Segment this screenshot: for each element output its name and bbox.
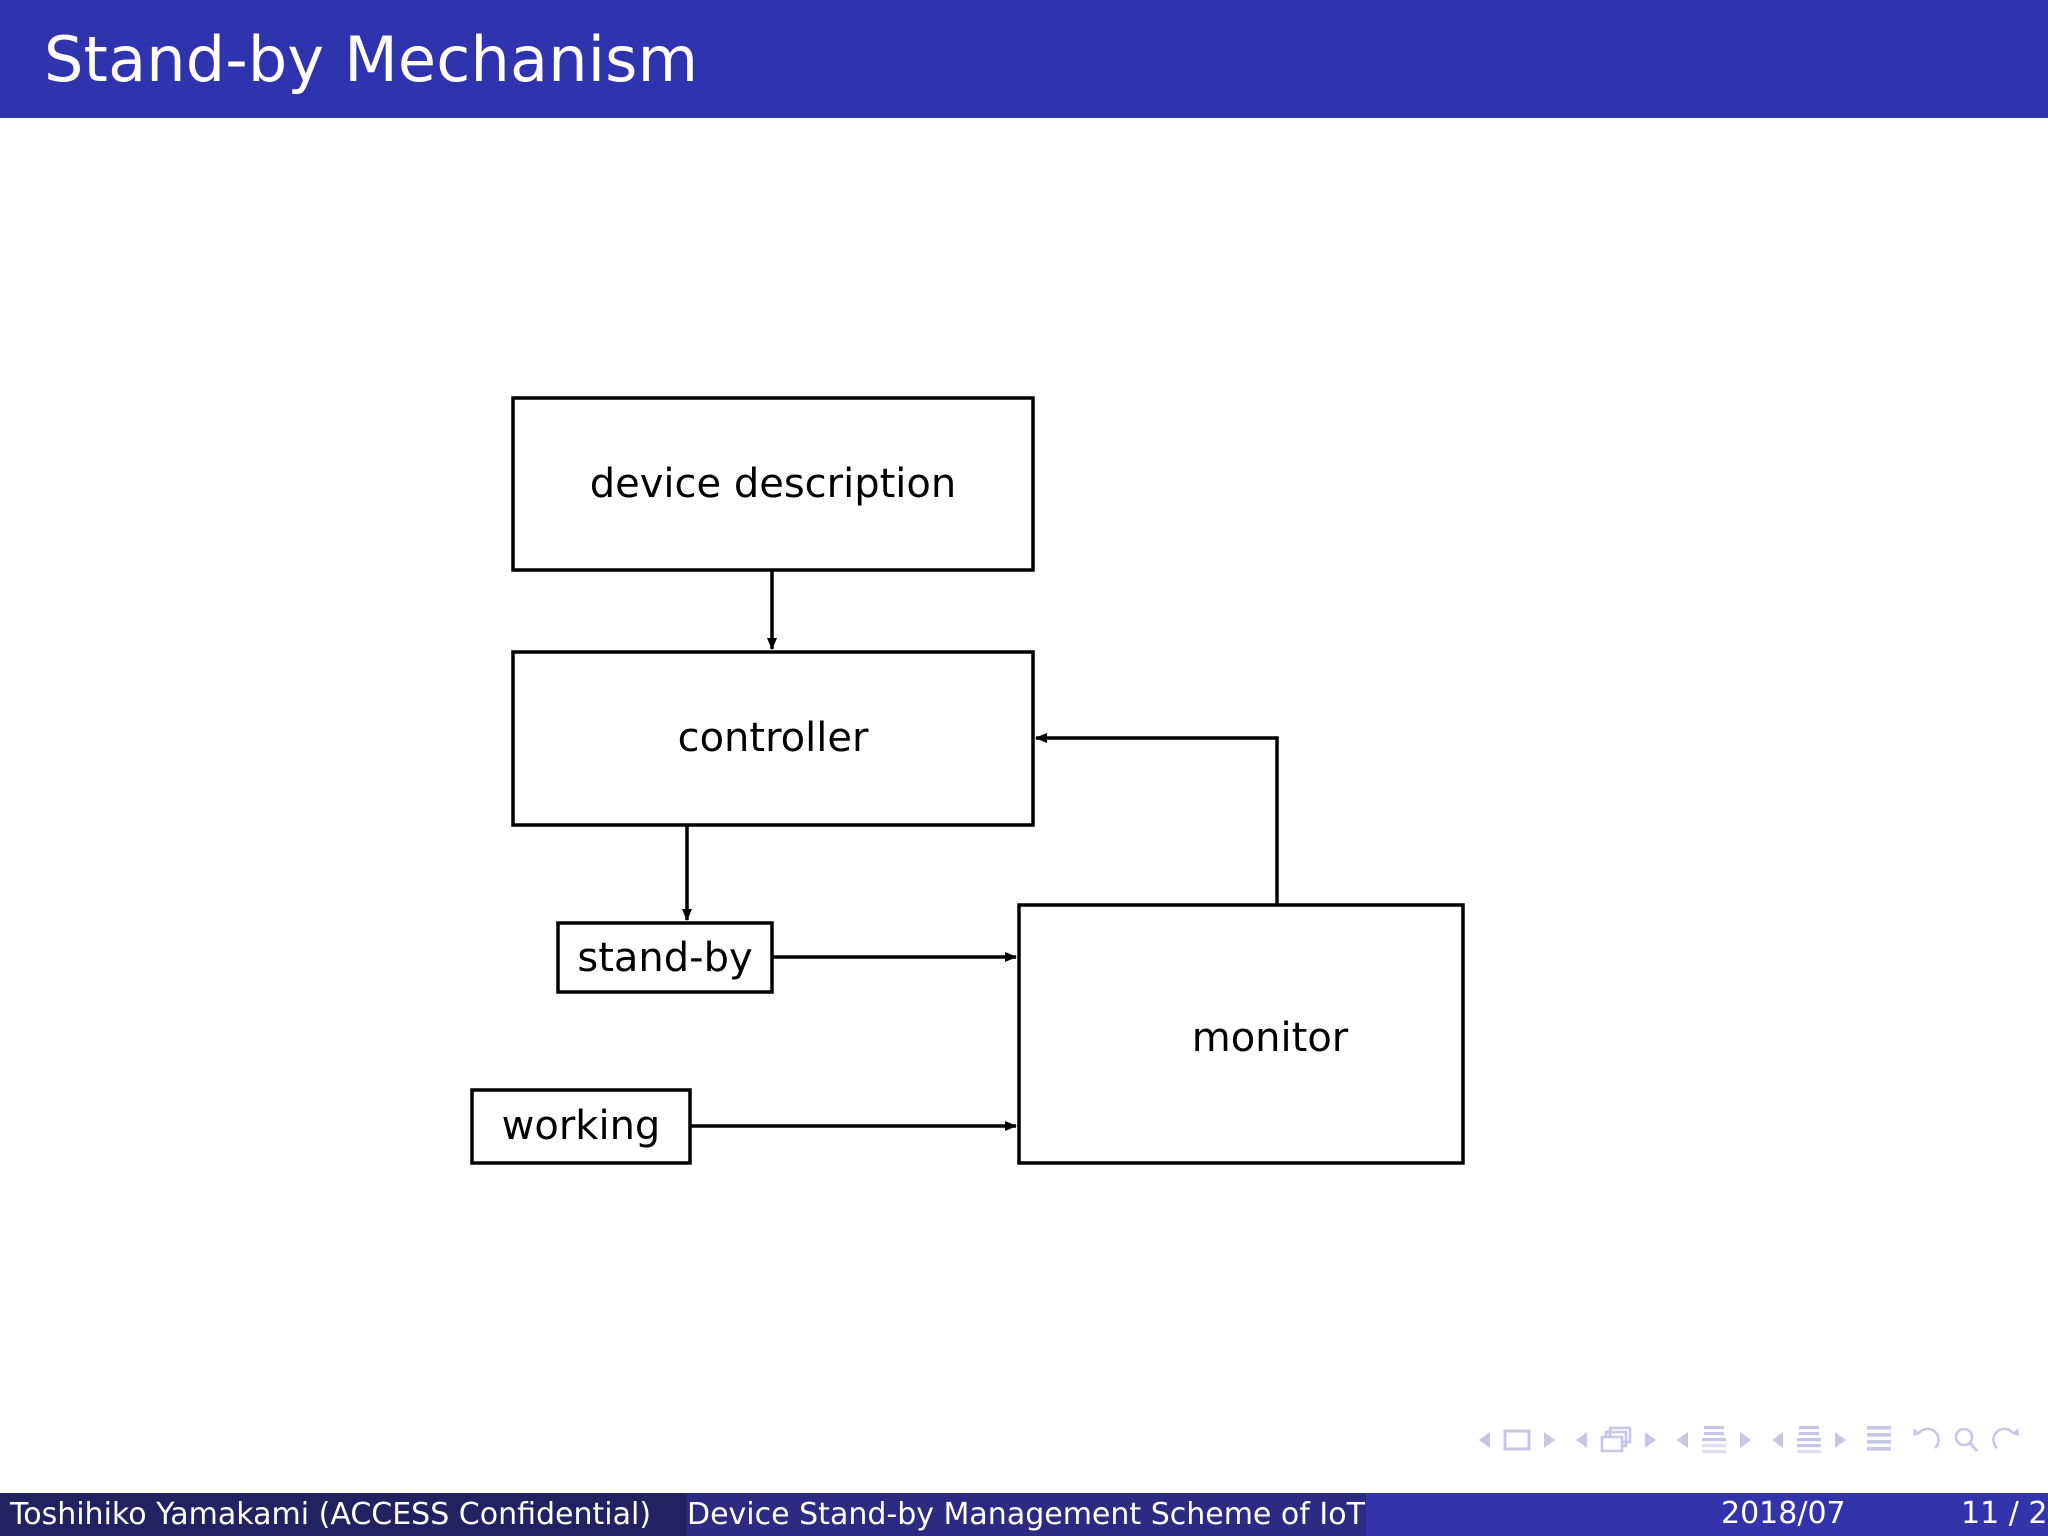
node-label-monitor: monitor (1191, 1015, 1349, 1061)
node-label-device-description: device description (589, 461, 957, 507)
slide-body: device description controller stand-by w… (0, 118, 2048, 1408)
nav-group-history[interactable] (1910, 1425, 2022, 1455)
back-arrow-icon[interactable] (1910, 1425, 1942, 1455)
nav-group-document[interactable] (1865, 1424, 1893, 1456)
slide-header-bar: Stand-by Mechanism (0, 0, 2048, 118)
search-icon[interactable] (1951, 1425, 1981, 1455)
triangle-left-icon[interactable] (1675, 1430, 1691, 1450)
edge-monitor-to-controller (1035, 733, 1279, 905)
node-label-controller: controller (677, 715, 869, 761)
node-monitor[interactable] (1017, 903, 1465, 1165)
page-title: Stand-by Mechanism (44, 23, 699, 96)
footer-author-segment: Toshihiko Yamakami (ACCESS Confidential) (0, 1493, 687, 1536)
slide-square-icon[interactable] (1502, 1428, 1532, 1452)
node-label-stand-by: stand-by (577, 935, 753, 981)
footer-date: 2018/07 (1721, 1496, 1846, 1531)
triangle-right-icon[interactable] (1832, 1430, 1848, 1450)
triangle-right-icon[interactable] (1737, 1430, 1753, 1450)
triangle-left-icon[interactable] (1574, 1430, 1590, 1450)
section-icon[interactable] (1795, 1424, 1823, 1456)
triangle-right-icon[interactable] (1642, 1430, 1658, 1450)
footer-author-text: Toshihiko Yamakami (ACCESS Confidential) (10, 1496, 652, 1532)
footer-subject-text: Device Stand-by Management Scheme of IoT (687, 1496, 1365, 1532)
triangle-left-icon[interactable] (1477, 1430, 1493, 1450)
triangle-right-icon[interactable] (1541, 1430, 1557, 1450)
subsection-icon[interactable] (1700, 1424, 1728, 1456)
node-controller[interactable] (511, 650, 1035, 827)
nav-group-section[interactable] (1770, 1424, 1848, 1456)
node-label-working: working (501, 1103, 661, 1149)
footer-page-number: 11 / 26 (1961, 1496, 2048, 1531)
nav-group-slide[interactable] (1477, 1428, 1557, 1452)
footer-subject-segment: Device Stand-by Management Scheme of IoT (687, 1493, 1366, 1536)
node-stand-by[interactable] (556, 921, 774, 994)
slide-footer-bar: Toshihiko Yamakami (ACCESS Confidential)… (0, 1493, 2048, 1536)
document-icon[interactable] (1865, 1424, 1893, 1456)
nav-group-subsection[interactable] (1675, 1424, 1753, 1456)
diagram-canvas (470, 396, 1465, 1165)
forward-arrow-icon[interactable] (1990, 1425, 2022, 1455)
triangle-left-icon[interactable] (1770, 1430, 1786, 1450)
stand-by-mechanism-diagram: device description controller stand-by w… (0, 118, 2048, 1408)
beamer-navigation-symbols[interactable] (1477, 1412, 2022, 1468)
nav-group-frame[interactable] (1574, 1425, 1658, 1455)
frame-stack-icon[interactable] (1599, 1425, 1633, 1455)
node-device-description[interactable] (511, 396, 1035, 572)
footer-meta-segment: 2018/07 11 / 26 (1366, 1493, 2048, 1536)
